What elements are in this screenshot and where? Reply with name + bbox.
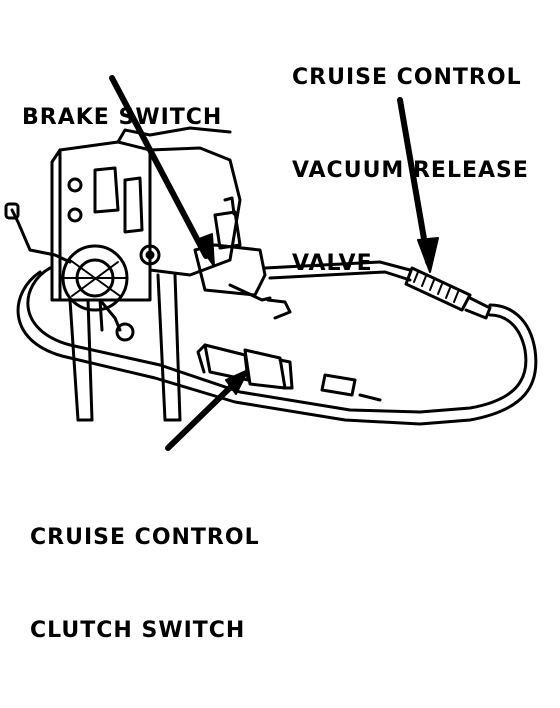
brake-switch-body xyxy=(193,196,292,320)
clutch-switch-arrow xyxy=(165,375,243,451)
wiring-harness-loop xyxy=(16,260,538,426)
pivot-bolt-center xyxy=(145,250,155,260)
clutch-switch-line-2: CLUTCH SWITCH xyxy=(30,618,246,643)
clutch-switch-label: CRUISE CONTROL CLUTCH SWITCH xyxy=(30,460,260,708)
brake-switch-label: BRAKE SWITCH xyxy=(22,40,222,195)
line-drawing xyxy=(4,75,538,451)
vacuum-release-valve-line-1: CRUISE CONTROL xyxy=(292,65,522,90)
vacuum-release-valve-label: CRUISE CONTROL VACUUM RELEASE VALVE xyxy=(292,0,529,341)
wire-leads xyxy=(4,202,135,342)
vacuum-release-valve-line-3: VALVE xyxy=(292,251,373,276)
diagram-canvas: BRAKE SWITCH CRUISE CONTROL VACUUM RELEA… xyxy=(4,0,538,643)
vacuum-release-valve xyxy=(404,266,492,320)
brake-switch-arrow xyxy=(109,75,209,259)
leader-arrows xyxy=(109,75,439,451)
vacuum-valve-arrowhead xyxy=(417,237,439,273)
connector-plug xyxy=(320,373,382,402)
vacuum-valve-arrow xyxy=(397,97,431,265)
clutch-switch-line-1: CRUISE CONTROL xyxy=(30,525,260,550)
return-spring xyxy=(61,244,129,312)
clutch-switch-arrowhead xyxy=(225,369,249,395)
brake-switch-label-text: BRAKE SWITCH xyxy=(22,105,223,130)
pedal-bracket xyxy=(50,126,242,302)
brake-switch-arrowhead xyxy=(195,233,215,267)
clutch-switch-body xyxy=(196,343,294,390)
vacuum-release-valve-line-2: VACUUM RELEASE xyxy=(292,158,529,183)
pivot-bolt xyxy=(139,244,161,266)
